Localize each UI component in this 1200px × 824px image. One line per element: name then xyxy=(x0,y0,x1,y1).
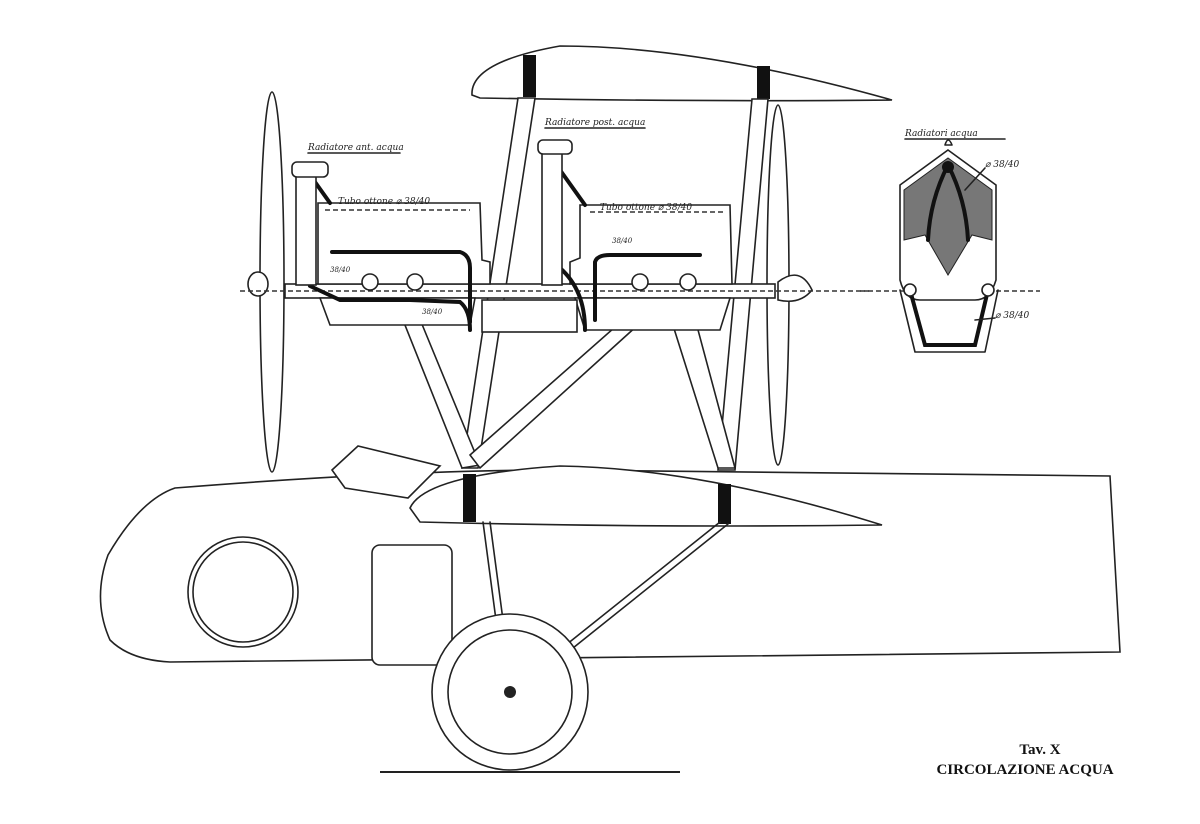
front-engine-block xyxy=(317,202,491,285)
rear-spinner xyxy=(777,274,813,303)
rear-water-pipe xyxy=(593,253,702,322)
label-rear-radiator: Radiatore post. acqua xyxy=(544,118,645,128)
plate-number: Tav. X xyxy=(1019,742,1061,758)
label-small-pipe: 38/40 xyxy=(612,237,633,245)
rear-radiator xyxy=(541,149,563,286)
label-front-radiator: Radiatore ant. acqua xyxy=(307,143,404,153)
rear-radiator-cap xyxy=(537,139,573,155)
rear-engine-block xyxy=(569,204,733,285)
front-radiator-pipe xyxy=(313,180,332,205)
front-spinner xyxy=(247,271,269,297)
wheel-hub xyxy=(504,686,516,698)
round-window xyxy=(187,536,299,648)
fuel-tank xyxy=(481,299,578,333)
upper-wing xyxy=(471,45,893,102)
valve xyxy=(406,273,424,291)
label-small-pipe: 38/40 xyxy=(330,266,351,274)
rear-lower-pipe xyxy=(558,266,587,332)
label-section-pipe-top: ⌀ 38/40 xyxy=(985,160,1019,170)
front-lower-pipe xyxy=(308,284,472,332)
valve xyxy=(361,273,379,291)
lower-wing-strut-band xyxy=(718,484,731,524)
label-small-pipe: 38/40 xyxy=(422,308,443,316)
lower-wing xyxy=(409,465,883,527)
radiator-section-detail xyxy=(899,139,999,353)
wheel-inner xyxy=(447,629,573,755)
rear-radiator-pipe xyxy=(558,168,587,207)
label-rear-pipe: Tubo ottone ⌀ 38/40 xyxy=(600,203,692,213)
front-water-pipe xyxy=(330,250,472,324)
round-window-inner xyxy=(192,541,294,643)
fuselage-door xyxy=(371,544,453,666)
valve xyxy=(631,273,649,291)
windshield xyxy=(330,445,442,499)
valve xyxy=(679,273,697,291)
upper-wing-strut-band xyxy=(523,55,536,97)
plate-title: CIRCOLAZIONE ACQUA xyxy=(936,762,1114,778)
front-strut xyxy=(461,97,536,469)
upper-wing-strut-band xyxy=(757,66,770,99)
label-section-title: Radiatori acqua xyxy=(904,129,978,139)
rear-engine-sump xyxy=(573,297,732,331)
label-section-pipe-bottom: ⌀ 38/40 xyxy=(995,311,1029,321)
lower-wing-strut-band xyxy=(463,474,476,522)
label-front-pipe: Tubo ottone ⌀ 38/40 xyxy=(338,197,430,207)
front-radiator xyxy=(295,174,317,286)
front-radiator-cap xyxy=(291,161,329,178)
